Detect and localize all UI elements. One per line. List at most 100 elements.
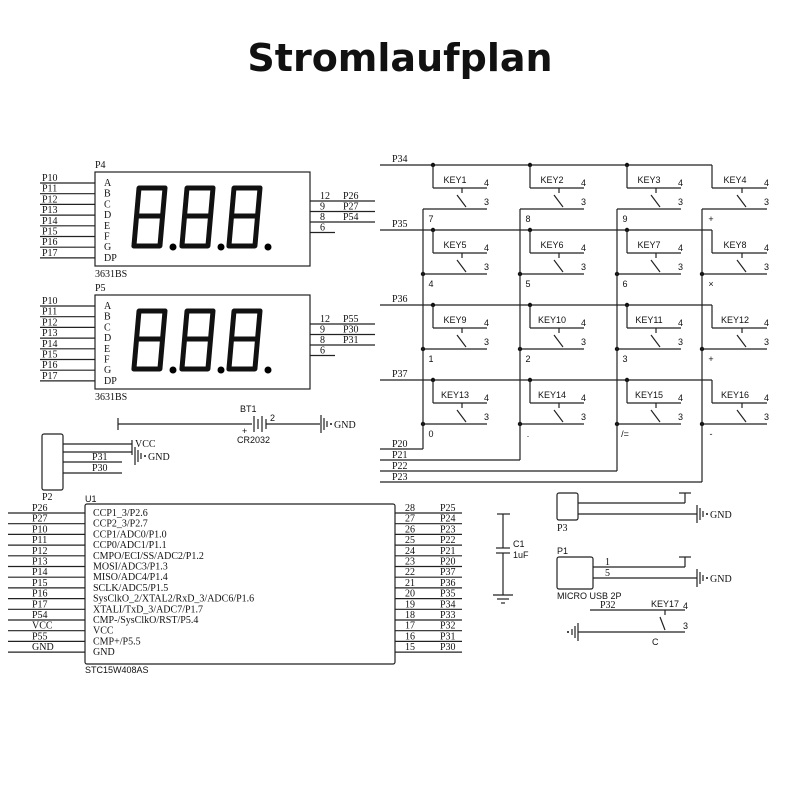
key-label: 0	[428, 429, 433, 439]
display-part: 3631BS	[95, 269, 127, 280]
pin-number: 4	[764, 243, 769, 253]
key-ref: KEY17	[651, 599, 679, 609]
key-ref: KEY2	[540, 175, 563, 185]
net-label: P35	[392, 219, 408, 230]
pin-number: 3	[678, 412, 683, 422]
pin-function: MOSI/ADC3/P1.3	[93, 562, 168, 573]
key-label: +	[708, 214, 713, 224]
pin-number: 3	[581, 337, 586, 347]
key-label: C	[652, 637, 659, 647]
net-label: P32	[600, 600, 616, 611]
connector-p1	[556, 556, 594, 590]
key-label: 1	[428, 354, 433, 364]
pin-number: 4	[581, 318, 586, 328]
pin-number: 3	[581, 412, 586, 422]
seven-segment-digit	[179, 308, 216, 372]
switch-icon	[736, 334, 747, 348]
display-p4	[94, 171, 311, 267]
net-label: P15	[42, 350, 58, 361]
switch-icon	[650, 259, 661, 273]
pin-number: 12	[320, 191, 330, 202]
pin-function: SysClkO_2/XTAL2/RxD_3/ADC6/P1.6	[93, 594, 254, 605]
net-label: P35	[440, 589, 456, 600]
switch-icon	[456, 409, 467, 423]
connector-ref: P3	[557, 523, 568, 534]
pin-number: 26	[405, 524, 415, 535]
switch-icon	[456, 194, 467, 208]
net-label: GND	[32, 642, 54, 653]
switch-icon	[736, 194, 747, 208]
net-label: P13	[32, 557, 48, 568]
pin-number: 4	[764, 318, 769, 328]
pin-number: 3	[764, 337, 769, 347]
pin-number: 4	[484, 178, 489, 188]
segment-label: C	[104, 322, 111, 333]
key-label: 5	[525, 279, 530, 289]
connector-ref: P1	[557, 546, 568, 556]
key-ref: KEY13	[441, 390, 469, 400]
ground-icon	[144, 455, 146, 457]
pin-function: CCP1/ADC0/P1.0	[93, 529, 167, 540]
key-label: 8	[525, 214, 530, 224]
segment-label: B	[104, 189, 111, 200]
decimal-point	[264, 366, 272, 374]
key-ref: KEY8	[723, 240, 746, 250]
net-label: P20	[440, 557, 456, 568]
net-label: P37	[440, 567, 456, 578]
switch-icon	[456, 259, 467, 273]
switch-icon	[650, 409, 661, 423]
decimal-point	[217, 366, 225, 374]
segment-outline	[226, 308, 263, 372]
seven-segment-digit	[226, 308, 263, 372]
pin-number: 16	[405, 631, 415, 642]
net-label: P10	[32, 524, 48, 535]
connector-p2	[41, 433, 64, 491]
switch-icon	[736, 259, 747, 273]
segment-label: E	[104, 344, 110, 355]
key-ref: KEY16	[721, 390, 749, 400]
segment-outline	[179, 308, 216, 372]
net-label: P14	[42, 216, 58, 227]
net-label: P55	[343, 314, 359, 325]
net-label: P12	[42, 194, 58, 205]
pin-number: 4	[678, 178, 683, 188]
pin-number: 4	[683, 601, 688, 611]
pin-number: 27	[405, 514, 415, 525]
pin-number: 24	[405, 546, 415, 557]
key-ref: KEY9	[443, 315, 466, 325]
capacitor-ref: C1	[513, 539, 525, 549]
net-label: P14	[42, 339, 58, 350]
pin-number: 3	[764, 262, 769, 272]
switch-icon	[553, 409, 564, 423]
net-label: P14	[32, 567, 48, 578]
key-label: 7	[428, 214, 433, 224]
pin-number: 4	[581, 178, 586, 188]
pin-function: CCP2_3/P2.7	[93, 519, 148, 530]
pin-number: 12	[320, 314, 330, 325]
pin-number: 4	[581, 393, 586, 403]
display-part: 3631BS	[95, 392, 127, 403]
net-label: P12	[32, 546, 48, 557]
net-label: P21	[392, 450, 408, 461]
key-ref: KEY14	[538, 390, 566, 400]
segment-label: E	[104, 221, 110, 232]
net-label: P16	[42, 360, 58, 371]
switch-icon	[553, 194, 564, 208]
segment-label: F	[104, 355, 110, 366]
net-label: P37	[392, 369, 408, 380]
pin-number: 4	[678, 393, 683, 403]
switch-icon	[456, 334, 467, 348]
key-ref: KEY3	[637, 175, 660, 185]
switch-icon	[650, 334, 661, 348]
pin-number: 15	[405, 642, 415, 653]
net-label: P25	[440, 503, 456, 514]
pin-number: 19	[405, 599, 415, 610]
ground-icon	[567, 631, 569, 633]
net-label: P54	[32, 610, 48, 621]
pin-number: 4	[484, 318, 489, 328]
net-label: P12	[42, 317, 58, 328]
segment-label: B	[104, 312, 111, 323]
pin-number: 8	[320, 212, 325, 223]
battery-ref: BT1	[240, 404, 257, 414]
